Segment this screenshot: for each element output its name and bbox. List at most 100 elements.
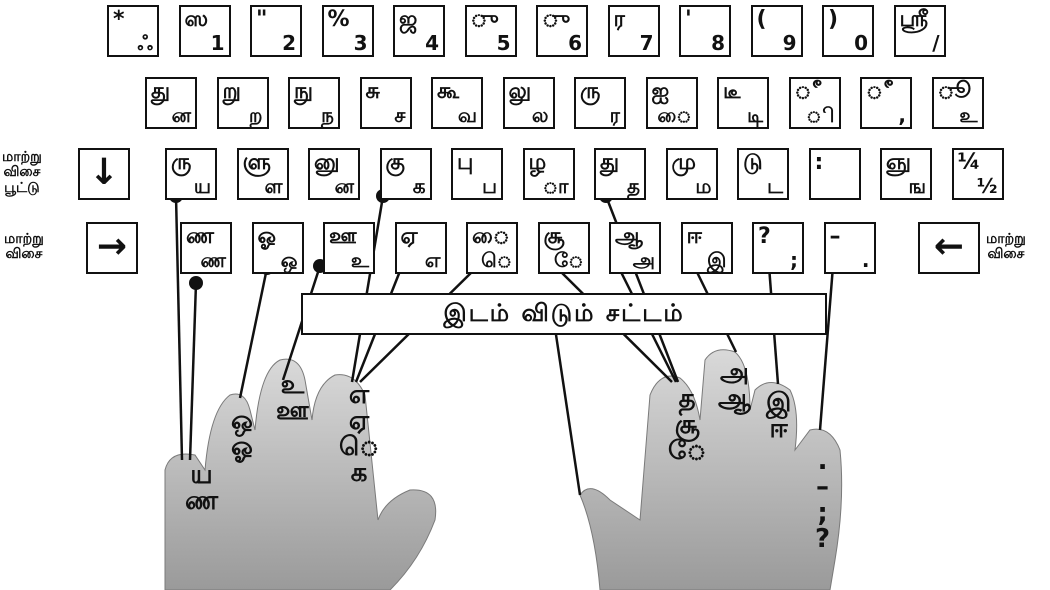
key-lower-char: 1	[210, 31, 225, 55]
key-lower-char: ஒ	[280, 248, 298, 272]
connector-line	[238, 267, 269, 399]
key-lower-char: /	[932, 31, 940, 55]
key-row3-8[interactable]: மும	[665, 148, 718, 200]
key-upper-char: ஞு	[886, 150, 911, 175]
key-row3-3[interactable]: னுன	[308, 148, 360, 200]
key-lower-char: ல	[531, 103, 549, 127]
key-upper-char: ீ	[866, 79, 895, 104]
key-row4-10[interactable]: –.	[823, 222, 876, 274]
key-upper-char: சூ	[543, 224, 565, 249]
key-lower-char: 3	[353, 31, 368, 55]
finger-char: ஏ	[348, 406, 370, 436]
finger-char: ;	[817, 498, 828, 528]
space-bar[interactable]: இடம் விடும் சட்டம்	[301, 293, 827, 335]
down-arrow-icon: ↓	[88, 152, 120, 193]
left-shift-key[interactable]: →	[86, 222, 138, 274]
finger-char: க	[350, 458, 368, 488]
key-row2-7[interactable]: ருர	[574, 77, 626, 129]
right-shift-label: மாற்று விசை	[986, 231, 1026, 263]
key-row1-4[interactable]: %3	[321, 5, 374, 57]
key-row1-12[interactable]: ஸ்ரீ/	[893, 5, 946, 57]
key-row3-4[interactable]: குக	[379, 148, 432, 200]
key-upper-char: –	[829, 224, 841, 249]
key-lower-char: எ	[424, 248, 441, 272]
key-row2-6[interactable]: லுல	[502, 77, 555, 129]
connector-line	[350, 195, 385, 383]
key-upper-char: ழ	[528, 150, 547, 175]
key-row2-12[interactable]: ூஉ	[931, 77, 984, 129]
key-upper-char: ளு	[242, 150, 271, 175]
key-row3-11[interactable]: ஞுங	[880, 148, 932, 200]
key-upper-char: ஏ	[400, 224, 418, 249]
key-lower-char: ம	[695, 174, 712, 198]
key-row3-10[interactable]: :	[808, 148, 861, 200]
key-row2-3[interactable]: நுந	[288, 77, 340, 129]
key-row1-9[interactable]: '8	[679, 5, 731, 57]
key-lower-char: .	[861, 248, 870, 272]
key-lower-char: ா	[542, 174, 569, 198]
key-upper-char: %	[327, 7, 350, 32]
key-upper-char: ஆ	[615, 224, 643, 249]
key-row2-10[interactable]: ீி	[788, 77, 841, 129]
key-row4-6[interactable]: சூே	[537, 222, 590, 274]
key-upper-char: ரு	[171, 150, 192, 175]
key-row3-7[interactable]: துத	[594, 148, 646, 200]
key-row1-10[interactable]: (9	[750, 5, 803, 57]
key-row3-2[interactable]: ளுள	[236, 148, 289, 200]
finger-char: ஓ	[231, 432, 253, 462]
key-row2-9[interactable]: டீடி	[717, 77, 769, 129]
finger-char: த	[678, 384, 696, 414]
key-row1-3[interactable]: "2	[250, 5, 302, 57]
key-row3-1[interactable]: ருய	[165, 148, 217, 200]
key-row1-1[interactable]: *ஃ	[107, 5, 159, 57]
key-row2-1[interactable]: துன	[145, 77, 197, 129]
key-row1-11[interactable]: )0	[822, 5, 874, 57]
key-row2-2[interactable]: றுற	[216, 77, 269, 129]
key-row4-5[interactable]: ைெ	[466, 222, 518, 274]
key-row3-6[interactable]: ழா	[522, 148, 575, 200]
key-row1-7[interactable]: ு6	[536, 5, 588, 57]
key-lower-char: 5	[496, 31, 511, 55]
key-row2-11[interactable]: ீ,	[860, 77, 912, 129]
key-upper-char: ஓ	[257, 224, 276, 249]
connector-line	[818, 265, 835, 431]
key-lower-char: ை	[657, 103, 692, 127]
finger-char: .	[817, 446, 828, 476]
key-row4-9[interactable]: ?;	[752, 222, 804, 274]
key-row2-4[interactable]: சு ச	[359, 77, 412, 129]
finger-char: ெ	[339, 432, 380, 462]
finger-char: ?	[815, 524, 831, 554]
finger-char: அ	[719, 358, 749, 388]
key-upper-char: ஈ	[686, 224, 703, 249]
key-lower-char: ண	[200, 248, 226, 272]
key-row1-6[interactable]: ு5	[464, 5, 517, 57]
key-lower-char: ச	[394, 103, 406, 127]
key-row3-9[interactable]: டுட	[737, 148, 789, 200]
key-lower-char: ன	[334, 174, 354, 198]
key-row2-5[interactable]: கூவ	[431, 77, 483, 129]
key-lower-char: ,	[898, 103, 906, 127]
key-upper-char: ு	[542, 7, 571, 32]
key-row2-8[interactable]: ஐை	[645, 77, 698, 129]
key-row3-5[interactable]: புப	[451, 148, 503, 200]
shift-lock-key[interactable]: ↓	[78, 148, 130, 200]
left-hand	[164, 358, 437, 590]
finger-char: ண	[185, 486, 219, 516]
finger-char: எ	[348, 380, 370, 410]
right-shift-key[interactable]: ←	[918, 222, 980, 274]
key-lower-char: 0	[854, 31, 868, 55]
finger-char: இ	[766, 388, 792, 418]
key-upper-char: சு	[365, 79, 380, 104]
